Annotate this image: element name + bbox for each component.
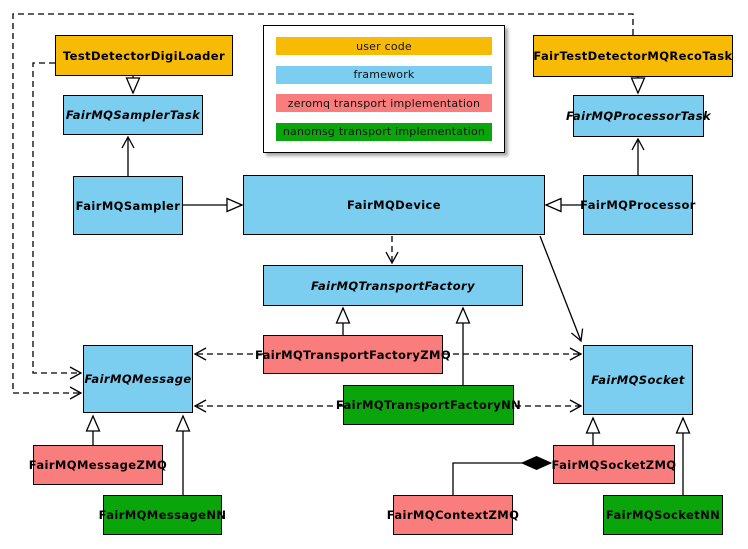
edge-association-device-socket [539,235,584,343]
node-fairmq-transport-factory-zmq: FairMQTransportFactoryZMQ [255,335,451,374]
node-fair-test-detector-mq-reco-task: FairTestDetectorMQRecoTask [533,35,733,77]
legend-label: nanomsg transport implementation [282,125,486,139]
edge-dependency-recotask-message [12,13,634,400]
node-fairmq-sampler-task: FairMQSamplerTask [63,95,203,135]
node-fairmq-socket-zmq: FairMQSocketZMQ [552,445,676,484]
node-fairmq-context-zmq: FairMQContextZMQ [387,495,519,535]
node-fairmq-sampler: FairMQSampler [73,176,183,235]
edge-dependency-digiloader-message [32,62,83,380]
legend-label: zeromq transport implementation [287,96,481,110]
node-fairmq-socket: FairMQSocket [583,345,693,415]
node-fairmq-message: FairMQMessage [83,345,193,413]
node-fairmq-message-zmq: FairMQMessageZMQ [29,445,167,485]
node-test-detector-digi-loader: TestDetectorDigiLoader [55,35,233,76]
node-fairmq-socket-nn: FairMQSocketNN [603,495,723,535]
edge-composition-contextzmq-socketzmq [452,463,551,495]
legend: user code framework zeromq transport imp… [263,25,505,153]
legend-item-framework: framework [276,65,492,84]
legend-item-nanomsg: nanomsg transport implementation [276,122,492,141]
legend-item-user-code: user code [276,37,492,55]
node-fairmq-device: FairMQDevice [243,175,545,235]
legend-label: framework [353,68,415,82]
legend-label: user code [356,39,412,53]
node-fairmq-transport-factory-nn: FairMQTransportFactoryNN [336,385,521,425]
node-fairmq-processor-task: FairMQProcessorTask [566,95,711,137]
node-fairmq-processor: FairMQProcessor [580,175,695,235]
node-fairmq-message-nn: FairMQMessageNN [99,495,226,535]
legend-item-zeromq: zeromq transport implementation [276,94,492,113]
node-fairmq-transport-factory: FairMQTransportFactory [263,265,523,306]
